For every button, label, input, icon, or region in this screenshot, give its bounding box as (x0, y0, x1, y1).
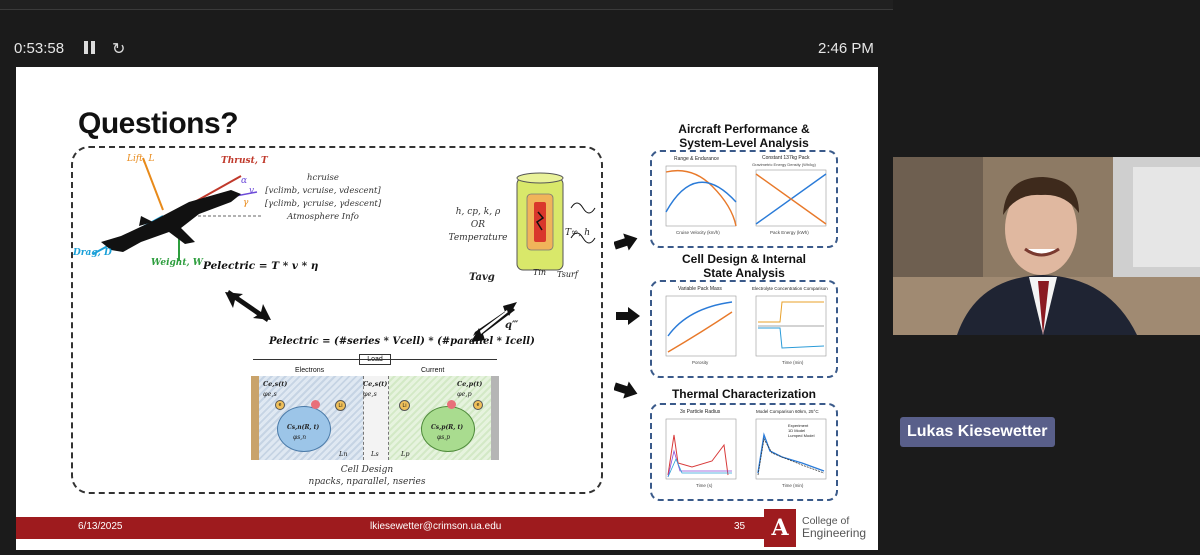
plot-title: Variable Pack Mass (678, 286, 722, 292)
reaction-site-icon (447, 400, 456, 409)
aircraft-plots (665, 165, 827, 227)
p-electric-cell-equation: Pelectric = (#series * Vcell) * (#parall… (269, 336, 535, 347)
right-arrow-icon (614, 233, 638, 251)
panel-title-aircraft: Aircraft Performance & System-Level Anal… (678, 122, 810, 150)
positive-particle (421, 406, 475, 452)
university-logo: A (764, 509, 796, 547)
slide-title: Questions? (78, 107, 239, 140)
plot-xlabel: Cruise Velocity (km/h) (676, 230, 720, 235)
plot-subtitle: Gravimetric Energy Density (Wh/kg) (752, 162, 816, 167)
right-arrow-icon (616, 307, 640, 325)
webcam-video (893, 157, 1200, 335)
plot-xlabel: Porosity (692, 360, 709, 365)
velocity-label: v (249, 186, 255, 196)
system-diagram: Lift, L Thrust, T α v γ Drag, D Weight, … (71, 146, 603, 494)
plot-title: 3x Particle Radius (680, 409, 721, 415)
lift-label: Lift, L (127, 154, 155, 164)
electron-node-icon: e (473, 400, 483, 410)
electrons-label: Electrons (295, 367, 325, 374)
cell-plots (665, 295, 827, 357)
negative-particle (277, 406, 331, 452)
exchange-arrows-right (471, 302, 517, 342)
c-sp-label: Cs,p(R, t) (431, 424, 464, 431)
convection-wave (570, 232, 596, 244)
right-current-collector (491, 376, 499, 460)
panel-title-cell: Cell Design & Internal State Analysis (681, 252, 807, 280)
plot-title: Model Comparison 60km, 25°C (756, 409, 819, 414)
t-avg-label: Tavg (469, 272, 495, 283)
pause-icon (91, 41, 95, 54)
phi-sp-label: φs,p (437, 434, 451, 441)
footer-email: lkiesewetter@crimson.ua.edu (370, 521, 502, 532)
li-node-icon: Li (399, 400, 410, 411)
panel-title-thermal: Thermal Characterization (671, 387, 817, 401)
c-sn-label: Cs,n(R, t) (287, 424, 320, 431)
gamma-label: γ (243, 198, 249, 208)
airplane-diagram (92, 157, 261, 261)
exchange-arrows-left (225, 290, 271, 322)
thermal-parameters: h, cp, k, ρ OR Temperature (448, 207, 508, 243)
plot-title: Constant 137kg Pack (762, 155, 810, 161)
airplane-silhouette (101, 190, 241, 252)
plot-title: Range & Endurance (674, 156, 720, 162)
plot-xlabel: Time (s) (696, 483, 713, 488)
presenter-name-badge: Lukas Kiesewetter (900, 417, 1055, 447)
t-inf-label: T∞, h (565, 228, 591, 238)
c-es-p-label: Ce,p(t) (457, 380, 483, 388)
college-name: College of Engineering (802, 515, 867, 540)
thrust-label: Thrust, T (221, 156, 268, 166)
plot-xlabel: Pack Energy (kWh) (770, 230, 809, 235)
len-p-label: Lp (401, 450, 410, 458)
drag-label: Drag, D (73, 248, 112, 258)
separator (363, 376, 389, 460)
plot-title: Electrolyte Concentration Comparison (752, 286, 828, 291)
lift-vector (142, 157, 164, 211)
clock: 2:46 PM (818, 40, 874, 57)
reload-icon[interactable]: ↻ (112, 41, 126, 58)
reaction-site-icon (311, 400, 320, 409)
electron-node-icon: e (275, 400, 285, 410)
footer-date: 6/13/2025 (78, 521, 123, 532)
current-label: Current (421, 367, 445, 374)
c-es-n-label: Ce,s(t) (263, 380, 288, 388)
phi-e-p-label: φe,p (457, 390, 472, 398)
thermal-plots (665, 418, 827, 480)
pause-button[interactable] (83, 40, 97, 56)
weight-label: Weight, W (151, 258, 203, 268)
len-s-label: Ls (371, 450, 379, 458)
pause-icon (84, 41, 88, 54)
p-electric-flight-equation: Pelectric = T * v * η (203, 260, 319, 272)
plot-xlabel: Time (min) (782, 483, 804, 488)
plot-panel-aircraft: Range & Endurance Cruise Velocity (km/h)… (650, 150, 838, 248)
plot-xlabel: Time (min) (782, 360, 804, 365)
battery-cell-cylinder (516, 172, 596, 271)
top-divider (0, 0, 893, 10)
slide-footer: 6/13/2025 lkiesewetter@crimson.ua.edu 35 (16, 517, 776, 539)
q-gen-label: q‴ (505, 320, 519, 331)
cell-schematic: Load Electrons Current Ce,s(t) φe,s Ce,s… (251, 354, 499, 460)
phi-e-n-label: φe,s (263, 390, 277, 398)
convection-wave (570, 202, 596, 214)
phi-e-s-label: φe,s (363, 390, 377, 398)
li-node-icon: Li (335, 400, 346, 411)
elapsed-time: 0:53:58 (14, 40, 65, 57)
alpha-label: α (241, 176, 248, 186)
flight-parameters: hcruise [vclimb, vcruise, vdescent] [γcl… (264, 173, 382, 222)
plot-legend: Experiment 1D Model Lumped Model (788, 423, 815, 438)
plot-panel-cell: Variable Pack Mass Porosity Electrolyte … (650, 280, 838, 378)
c-es-s-label: Ce,s(t) (363, 380, 388, 388)
len-n-label: Ln (339, 450, 348, 458)
plot-panel-thermal: 3x Particle Radius Time (s) Model Compar… (650, 403, 838, 501)
presentation-slide: Questions? Lift, L Thrust, T α v γ Drag,… (16, 67, 878, 550)
phi-sn-label: φs,n (293, 434, 307, 441)
right-arrow-icon (614, 381, 638, 399)
presenter-webcam (893, 157, 1200, 335)
t-in-label: Tin (533, 268, 547, 277)
left-current-collector (251, 376, 259, 460)
cell-design-label: Cell Design npacks, nparallel, nseries (308, 465, 426, 487)
t-surf-label: Tsurf (557, 270, 578, 279)
footer-page-number: 35 (734, 521, 746, 532)
